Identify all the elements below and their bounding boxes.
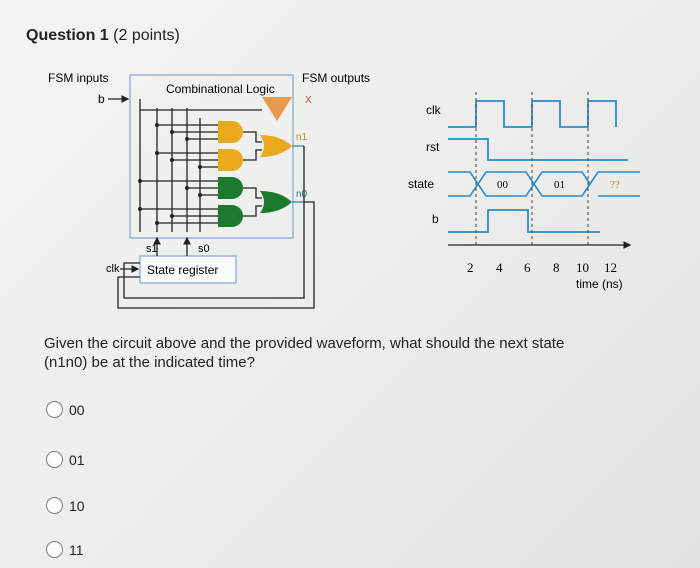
- question-prompt-line2: (n1n0) be at the indicated time?: [44, 354, 255, 371]
- answer-option-11[interactable]: 11: [46, 541, 84, 558]
- answer-option-label: 10: [69, 497, 85, 514]
- state-value-01: 01: [554, 179, 565, 191]
- and-gate-3: [218, 177, 243, 199]
- answer-option-label: 01: [69, 451, 85, 468]
- answer-option-01[interactable]: 01: [46, 451, 85, 468]
- wave-state-label: state: [408, 177, 434, 191]
- time-axis-label: time (ns): [576, 277, 623, 291]
- radio-button[interactable]: [46, 401, 63, 418]
- question-title: Question 1 (2 points): [26, 27, 180, 45]
- tick-10: 10: [576, 260, 589, 275]
- b-waveform: [448, 209, 600, 233]
- state-register-box: [139, 255, 237, 284]
- wave-b-label: b: [432, 212, 439, 226]
- feedback-n0: [117, 201, 315, 309]
- and-gate-2: [218, 149, 243, 171]
- time-ticks: 2 4 6 8 10 12: [467, 260, 617, 275]
- tick-6: 6: [524, 260, 531, 275]
- answer-option-10[interactable]: 10: [46, 497, 85, 514]
- wave-rst-label: rst: [426, 140, 440, 154]
- question-points: (2 points): [113, 27, 180, 44]
- answer-option-00[interactable]: 00: [46, 401, 85, 418]
- tick-12: 12: [604, 260, 617, 275]
- or-gate-n1: [260, 135, 292, 157]
- rst-waveform: [448, 138, 628, 161]
- radio-button[interactable]: [46, 451, 63, 468]
- state-value-unknown: ??: [610, 179, 620, 191]
- or-gate-n0: [260, 191, 292, 213]
- radio-button[interactable]: [46, 541, 63, 558]
- x-output-gate: [262, 97, 292, 121]
- feedback-n1: [123, 146, 305, 299]
- question-prompt: Given the circuit above and the provided…: [44, 334, 644, 372]
- fsm-inputs-label: FSM inputs: [48, 71, 109, 85]
- tick-2: 2: [467, 260, 474, 275]
- time-gridlines: [475, 92, 589, 248]
- state-waveform: [448, 171, 640, 197]
- radio-button[interactable]: [46, 497, 63, 514]
- input-bus-lines: [139, 99, 262, 232]
- s0-label: s0: [198, 243, 210, 255]
- state-register-label: State register: [147, 263, 218, 277]
- junction-dots: [138, 123, 202, 225]
- and-gate-1: [218, 121, 243, 143]
- combinational-logic-label: Combinational Logic: [166, 82, 275, 96]
- question-number: Question 1: [26, 27, 109, 44]
- clk-label: clk: [106, 263, 120, 275]
- answer-option-label: 11: [69, 541, 84, 558]
- wave-clk-label: clk: [426, 103, 442, 117]
- circuit-and-waveform-figure: FSM inputs b FSM outputs Combinational L…: [48, 71, 640, 309]
- answer-option-label: 00: [69, 401, 85, 418]
- s1-label: s1: [146, 243, 158, 255]
- tick-4: 4: [496, 260, 503, 275]
- n1-label: n1: [296, 132, 308, 143]
- state-value-00: 00: [497, 179, 509, 191]
- combinational-logic-box: [129, 74, 294, 239]
- output-x-label: X: [305, 95, 312, 106]
- question-prompt-line1: Given the circuit above and the provided…: [44, 335, 565, 352]
- and-gate-4: [218, 205, 243, 227]
- and-to-or-wires: [243, 131, 262, 217]
- input-b-label: b: [98, 92, 105, 106]
- tick-8: 8: [553, 260, 560, 275]
- n0-label: n0: [296, 189, 308, 200]
- fsm-outputs-label: FSM outputs: [302, 71, 370, 85]
